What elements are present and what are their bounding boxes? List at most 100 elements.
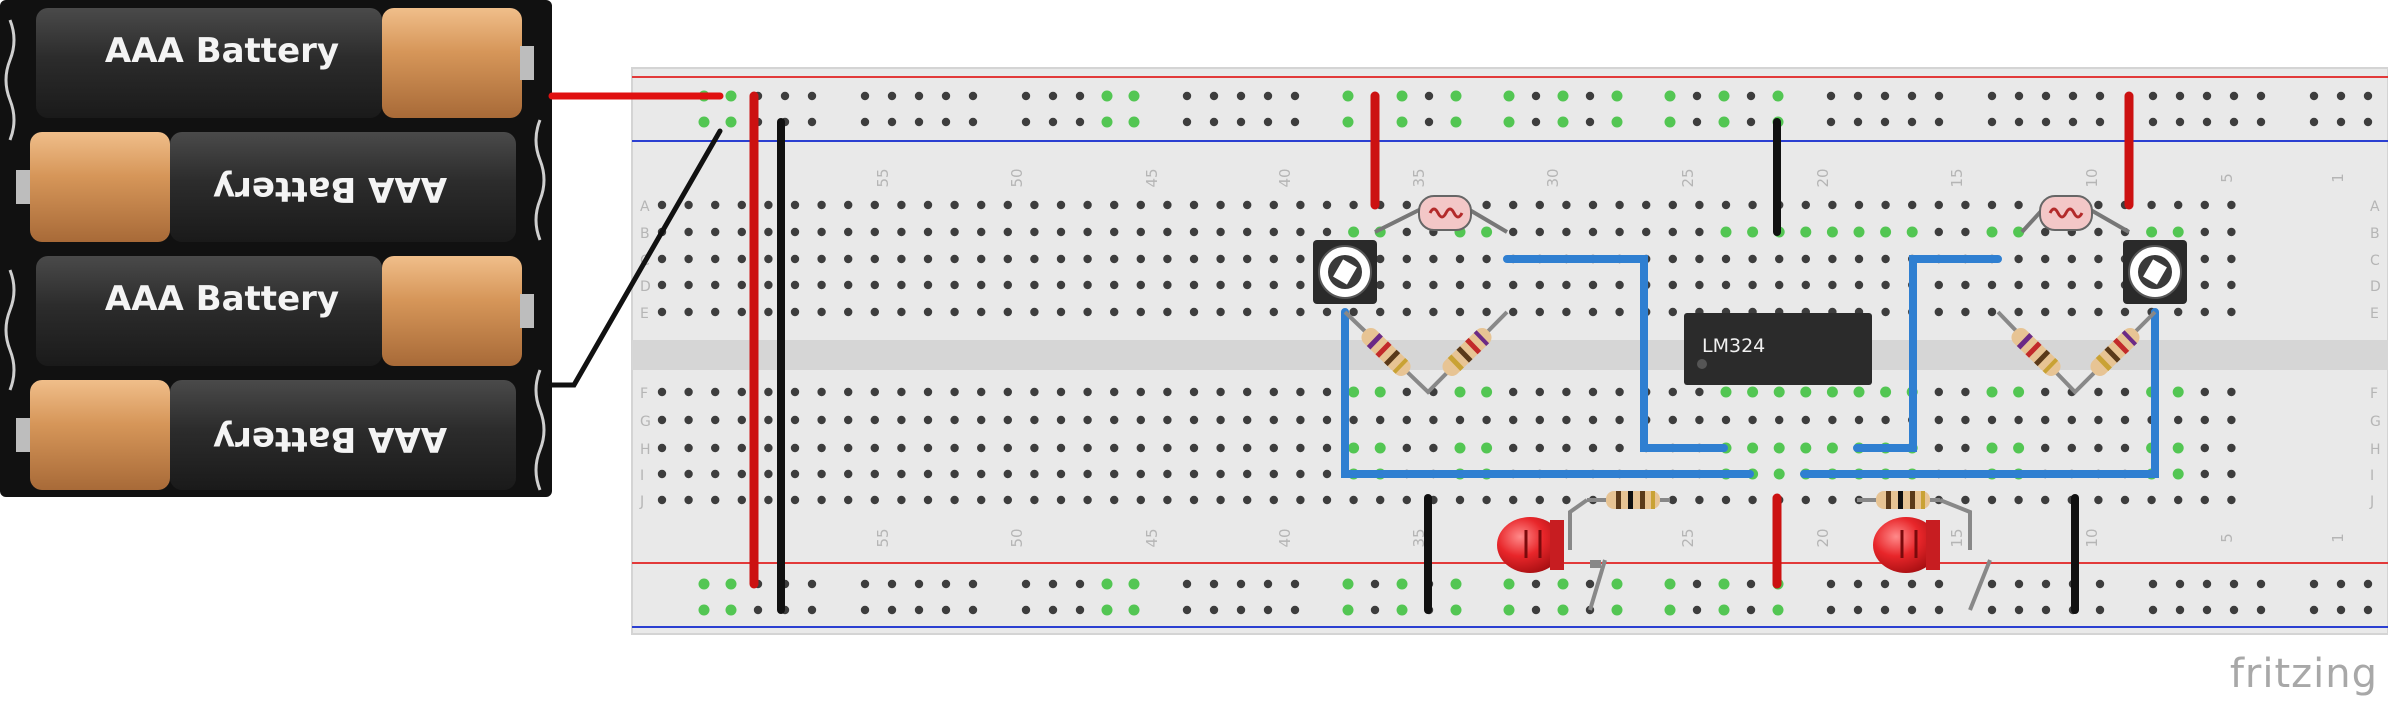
breadboard-hole[interactable] [2041,387,2050,397]
breadboard-hole[interactable] [2067,443,2076,453]
breadboard-hole[interactable] [1481,386,1493,398]
breadboard-hole[interactable] [1163,495,1172,505]
breadboard-hole[interactable] [1828,415,1837,425]
breadboard-hole[interactable] [1557,116,1569,128]
breadboard-hole[interactable] [2094,443,2103,453]
breadboard-hole[interactable] [1269,254,1279,264]
breadboard-hole[interactable] [1828,254,1837,264]
breadboard-hole[interactable] [941,91,951,101]
breadboard-hole[interactable] [1934,387,1944,397]
breadboard-hole[interactable] [1402,280,1412,290]
breadboard-hole[interactable] [817,443,826,453]
breadboard-hole[interactable] [1615,415,1624,425]
breadboard-hole[interactable] [1615,280,1624,290]
breadboard-hole[interactable] [1588,200,1598,210]
breadboard-hole[interactable] [1030,469,1039,479]
breadboard-hole[interactable] [1075,117,1085,127]
breadboard-hole[interactable] [1402,307,1412,317]
breadboard-hole[interactable] [1056,307,1066,317]
breadboard-hole[interactable] [1986,442,1998,454]
breadboard-hole[interactable] [950,200,959,210]
breadboard-hole[interactable] [1535,443,1545,453]
breadboard-hole[interactable] [1987,605,1997,615]
breadboard-hole[interactable] [1800,442,1812,454]
breadboard-hole[interactable] [2041,254,2050,264]
breadboard-hole[interactable] [950,280,959,290]
breadboard-hole[interactable] [1801,415,1811,425]
breadboard-hole[interactable] [1692,117,1702,127]
breadboard-hole[interactable] [2120,307,2130,317]
breadboard-hole[interactable] [1163,307,1172,317]
breadboard-hole[interactable] [860,605,870,615]
breadboard-hole[interactable] [2200,254,2209,264]
breadboard-hole[interactable] [657,307,667,317]
breadboard-hole[interactable] [1189,227,1199,237]
breadboard-hole[interactable] [968,605,978,615]
breadboard-hole[interactable] [1396,604,1408,616]
breadboard-hole[interactable] [870,469,879,479]
breadboard-hole[interactable] [844,495,853,505]
breadboard-hole[interactable] [1773,442,1785,454]
breadboard-hole[interactable] [2200,387,2209,397]
breadboard-hole[interactable] [1189,495,1199,505]
breadboard-hole[interactable] [1101,90,1113,102]
breadboard-hole[interactable] [2363,117,2373,127]
breadboard-hole[interactable] [1881,200,1890,210]
breadboard-hole[interactable] [1163,227,1172,237]
breadboard-hole[interactable] [1557,604,1569,616]
led-red-right[interactable] [1873,498,1992,611]
breadboard-hole[interactable] [1263,91,1273,101]
breadboard-hole[interactable] [1030,307,1039,317]
breadboard-hole[interactable] [1562,415,1571,425]
breadboard-hole[interactable] [1136,495,1146,505]
breadboard-hole[interactable] [1110,227,1119,237]
breadboard-hole[interactable] [1290,579,1300,589]
breadboard-hole[interactable] [2120,387,2130,397]
breadboard-hole[interactable] [1322,443,1332,453]
breadboard-hole[interactable] [1826,91,1836,101]
breadboard-hole[interactable] [1907,117,1917,127]
breadboard-hole[interactable] [1535,200,1545,210]
breadboard-hole[interactable] [870,415,879,425]
breadboard-hole[interactable] [1509,443,1518,453]
breadboard-hole[interactable] [1695,387,1704,397]
breadboard-hole[interactable] [2094,307,2103,317]
breadboard-hole[interactable] [2094,415,2103,425]
breadboard-hole[interactable] [1509,387,1518,397]
breadboard-hole[interactable] [1450,90,1462,102]
breadboard-hole[interactable] [1263,579,1273,589]
breadboard-hole[interactable] [1588,227,1598,237]
breadboard-hole[interactable] [2309,579,2319,589]
breadboard-hole[interactable] [1854,415,1864,425]
breadboard-hole[interactable] [657,387,667,397]
breadboard-hole[interactable] [684,469,693,479]
breadboard-hole[interactable] [1163,200,1172,210]
breadboard-hole[interactable] [2120,495,2130,505]
breadboard-hole[interactable] [1615,443,1624,453]
breadboard-hole[interactable] [1611,578,1623,590]
breadboard-hole[interactable] [725,578,737,590]
breadboard-hole[interactable] [897,254,906,264]
breadboard-hole[interactable] [1881,254,1890,264]
breadboard-hole[interactable] [2148,91,2158,101]
breadboard-hole[interactable] [1296,469,1305,479]
breadboard-hole[interactable] [737,254,746,264]
breadboard-hole[interactable] [1396,90,1408,102]
breadboard-hole[interactable] [1695,227,1704,237]
breadboard-hole[interactable] [1692,579,1702,589]
breadboard-hole[interactable] [2148,117,2158,127]
breadboard-hole[interactable] [2014,579,2024,589]
breadboard-hole[interactable] [1083,387,1092,397]
breadboard-hole[interactable] [2227,307,2236,317]
breadboard-hole[interactable] [1588,415,1598,425]
breadboard-hole[interactable] [1535,415,1545,425]
breadboard-hole[interactable] [1692,605,1702,615]
breadboard-hole[interactable] [1450,116,1462,128]
breadboard-hole[interactable] [1056,387,1066,397]
breadboard-hole[interactable] [1056,469,1066,479]
breadboard-hole[interactable] [1748,495,1757,505]
breadboard-hole[interactable] [1048,91,1058,101]
breadboard-hole[interactable] [711,469,720,479]
breadboard-hole[interactable] [2229,117,2239,127]
breadboard-hole[interactable] [1374,442,1386,454]
